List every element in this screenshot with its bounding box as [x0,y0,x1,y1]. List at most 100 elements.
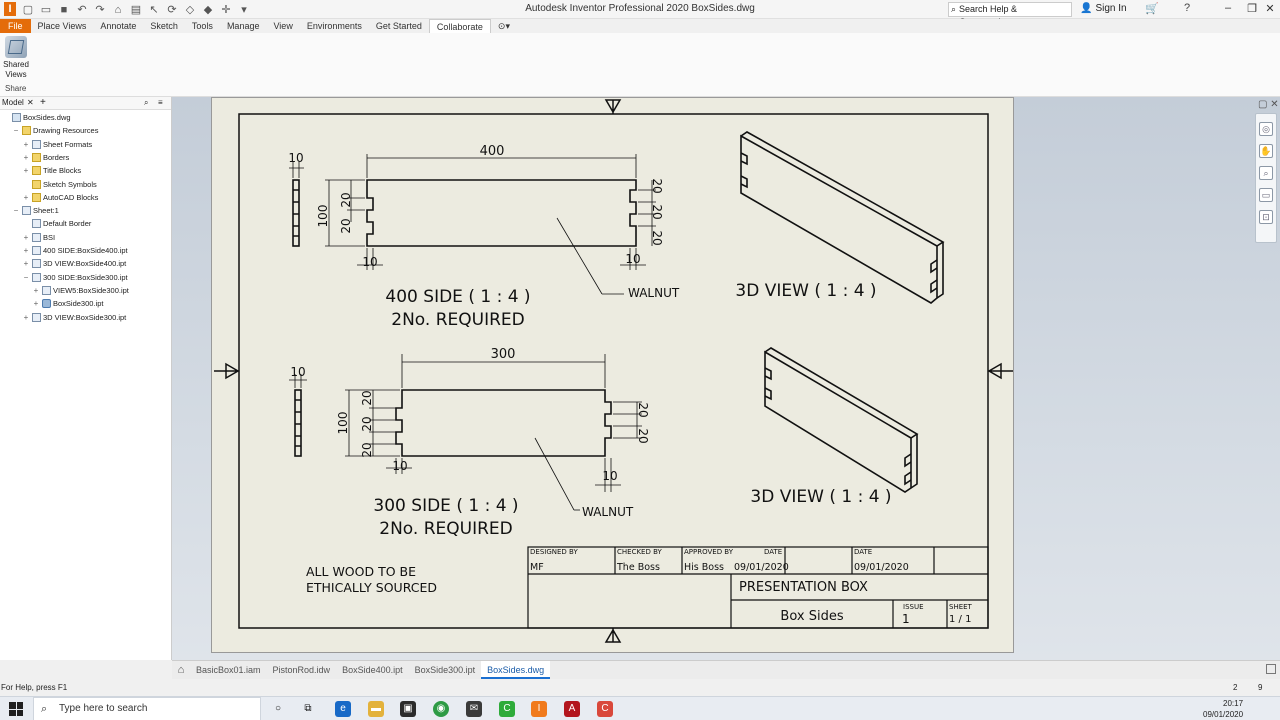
browser-node[interactable]: Default Border [22,217,91,230]
restore-button[interactable]: ❐ [1247,3,1257,15]
pan-icon[interactable]: ✋ [1259,144,1273,158]
browser-node[interactable]: +AutoCAD Blocks [22,191,98,204]
help-icon[interactable]: ? [1184,2,1191,14]
taskbar-search-input[interactable]: ⌕ Type here to search [33,697,261,720]
expand-toggle-icon[interactable]: − [13,206,19,216]
expand-toggle-icon[interactable]: + [23,139,29,149]
home-icon[interactable]: ⌂ [177,664,185,676]
expand-toggle-icon[interactable]: + [23,259,29,269]
browser-node[interactable]: +VIEW5:BoxSide300.ipt [32,284,129,297]
tab-environments[interactable]: Environments [306,21,362,31]
shared-views-button[interactable]: Shared Views [2,36,30,80]
tab-sketch[interactable]: Sketch [150,21,178,31]
browser-node[interactable]: +3D VIEW:BoxSide300.ipt [22,311,126,324]
select-icon[interactable]: ↖ [149,3,159,16]
chrome-icon[interactable]: ◉ [433,701,449,717]
appearance-icon[interactable]: ◆ [203,3,213,16]
tab-collaborate[interactable]: Collaborate [428,19,491,33]
browser-node[interactable]: +BoxSide300.ipt [32,297,103,310]
browser-node[interactable]: +Title Blocks [22,164,81,177]
close-button[interactable]: ✕ [1265,3,1275,15]
camtasia-icon[interactable]: C [499,701,515,717]
doc-tab-boxsides[interactable]: BoxSides.dwg [481,661,551,679]
clock-date: 09/01/2020 [1203,710,1244,719]
tile-windows-icon[interactable] [1266,664,1276,674]
minimize-button[interactable]: – [1224,2,1232,14]
open-icon[interactable]: ▭ [40,3,52,16]
add-browser-tab-icon[interactable]: + [40,97,46,108]
doc-tab-boxside300[interactable]: BoxSide300.ipt [414,665,476,675]
drawing-sheet[interactable]: 400 10 100 20 20 20 20 20 10 10 WALNUT 4… [211,97,1014,653]
search-icon[interactable]: ⌕ [144,98,149,107]
inventor-logo[interactable]: I [4,2,16,16]
full-navigation-wheel-icon[interactable]: ◎ [1259,122,1273,136]
print-icon[interactable]: ▤ [130,3,142,16]
expand-toggle-icon[interactable]: + [33,285,39,295]
new-icon[interactable]: ▢ [22,3,34,16]
expand-toggle-icon[interactable]: + [33,299,39,309]
customize-qat-icon[interactable]: ▾ [241,3,247,16]
measure-icon[interactable]: ◇ [185,3,195,16]
expand-toggle-icon[interactable]: + [23,246,29,255]
browser-node[interactable]: BoxSides.dwg [2,111,71,124]
doc-tab-pistonrod[interactable]: PistonRod.idw [272,665,331,675]
browser-node[interactable]: −300 SIDE:BoxSide300.ipt [22,271,128,284]
browser-node[interactable]: +400 SIDE:BoxSide400.ipt [22,244,128,257]
tab-tools[interactable]: Tools [191,21,213,31]
dim-height-300: 100 [336,412,350,435]
update-icon[interactable]: ⟳ [167,3,177,16]
expand-toggle-icon[interactable]: + [23,152,29,162]
cart-icon[interactable]: 🛒 [1145,3,1159,15]
zoom-all-icon[interactable]: ⊡ [1259,210,1273,224]
redo-icon[interactable]: ↷ [95,3,105,16]
tab-annotate[interactable]: Annotate [100,21,137,31]
recorder-icon[interactable]: C [597,701,613,717]
browser-node[interactable]: Sketch Symbols [22,178,97,191]
tab-view[interactable]: View [273,21,293,31]
windows-start-icon[interactable] [9,702,23,716]
ribbon-options-icon[interactable]: ⊙▾ [497,21,510,31]
save-icon[interactable]: ■ [60,3,68,16]
expand-toggle-icon[interactable]: − [13,126,19,136]
expand-toggle-icon[interactable]: + [23,232,29,242]
store-icon[interactable]: ▣ [400,701,416,717]
task-view-icon[interactable]: ⧉ [304,703,312,714]
required-note-400: 2No. REQUIRED [391,310,524,330]
menu-icon[interactable]: ≡ [158,98,163,107]
browser-node[interactable]: −Drawing Resources [12,124,98,137]
expand-toggle-icon[interactable]: + [23,312,29,322]
expand-toggle-icon[interactable]: − [23,272,29,282]
browser-node[interactable]: +BSI [22,231,55,244]
browser-node[interactable]: −Sheet:1 [12,204,59,217]
browser-node-label: BoxSides.dwg [23,113,71,122]
tab-file[interactable]: File [0,19,31,33]
cortana-icon[interactable]: ○ [274,703,282,714]
help-search-input[interactable]: ⌕ Search Help & Commands... [948,2,1072,27]
undo-icon[interactable]: ↶ [77,3,87,16]
expand-toggle-icon[interactable]: + [23,166,29,176]
file-explorer-icon[interactable]: ▬ [368,701,384,717]
zoom-window-icon[interactable]: ▭ [1259,188,1273,202]
expand-toggle-icon[interactable]: + [23,192,29,202]
browser-node[interactable]: +Sheet Formats [22,138,92,151]
inventor-taskbar-icon[interactable]: I [531,701,547,717]
graphics-canvas[interactable]: 400 10 100 20 20 20 20 20 10 10 WALNUT 4… [172,97,1280,660]
doc-tab-boxside400[interactable]: BoxSide400.ipt [342,665,403,675]
browser-tab-model[interactable]: Model [2,98,24,107]
move-icon[interactable]: ✛ [221,3,231,16]
browser-node[interactable]: +Borders [22,151,69,164]
zoom-icon[interactable]: ⌕ [1259,166,1273,180]
tab-get-started[interactable]: Get Started [375,21,422,31]
doc-tab-basicbox01[interactable]: BasicBox01.iam [196,665,261,675]
tab-place-views[interactable]: Place Views [37,21,87,31]
acrobat-icon[interactable]: A [564,701,580,717]
sign-in-button[interactable]: 👤Sign In [1080,3,1127,14]
mail-icon[interactable]: ✉ [466,701,482,717]
edge-icon[interactable]: e [335,701,351,717]
close-icon[interactable]: ✕ [27,98,34,107]
browser-node[interactable]: +3D VIEW:BoxSide400.ipt [22,257,126,270]
canvas-window-controls[interactable]: ▢ ✕ [1258,99,1279,110]
system-clock[interactable]: 20:17 09/01/2020 [1203,698,1243,720]
tab-manage[interactable]: Manage [226,21,260,31]
home-icon[interactable]: ⌂ [114,3,122,16]
